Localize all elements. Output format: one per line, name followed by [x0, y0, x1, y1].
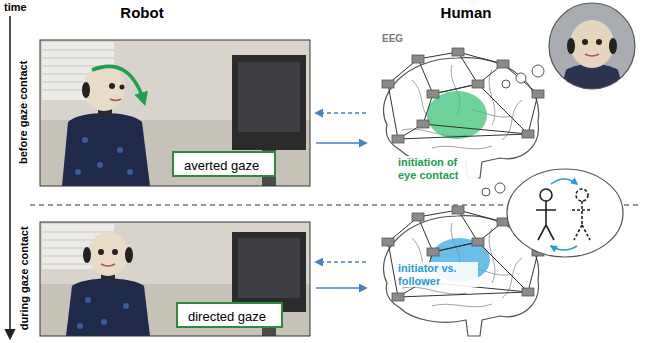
axis-label: time [4, 1, 27, 14]
gaze-label: directed gaze [188, 309, 266, 325]
robot-photo-averted [40, 40, 310, 186]
interaction-arrows [316, 113, 366, 288]
thought-interaction [482, 169, 623, 257]
gaze-label: averted gaze [184, 158, 259, 174]
phase-label: before gaze contact [18, 60, 31, 163]
thought-robot [502, 2, 638, 92]
gaze-label-box: directed gaze [176, 302, 283, 328]
gaze-label-box: averted gaze [172, 151, 276, 177]
phase-label: during gaze contact [18, 226, 31, 330]
time-axis [9, 16, 11, 338]
state-label: initiation of eye contact [398, 156, 478, 181]
column-header: Robot [120, 4, 163, 21]
state-label: initiator vs. follower [398, 262, 478, 287]
column-header: Human [441, 4, 492, 21]
robot-photo-directed [40, 222, 310, 336]
eeg-label: EEG [382, 33, 403, 45]
